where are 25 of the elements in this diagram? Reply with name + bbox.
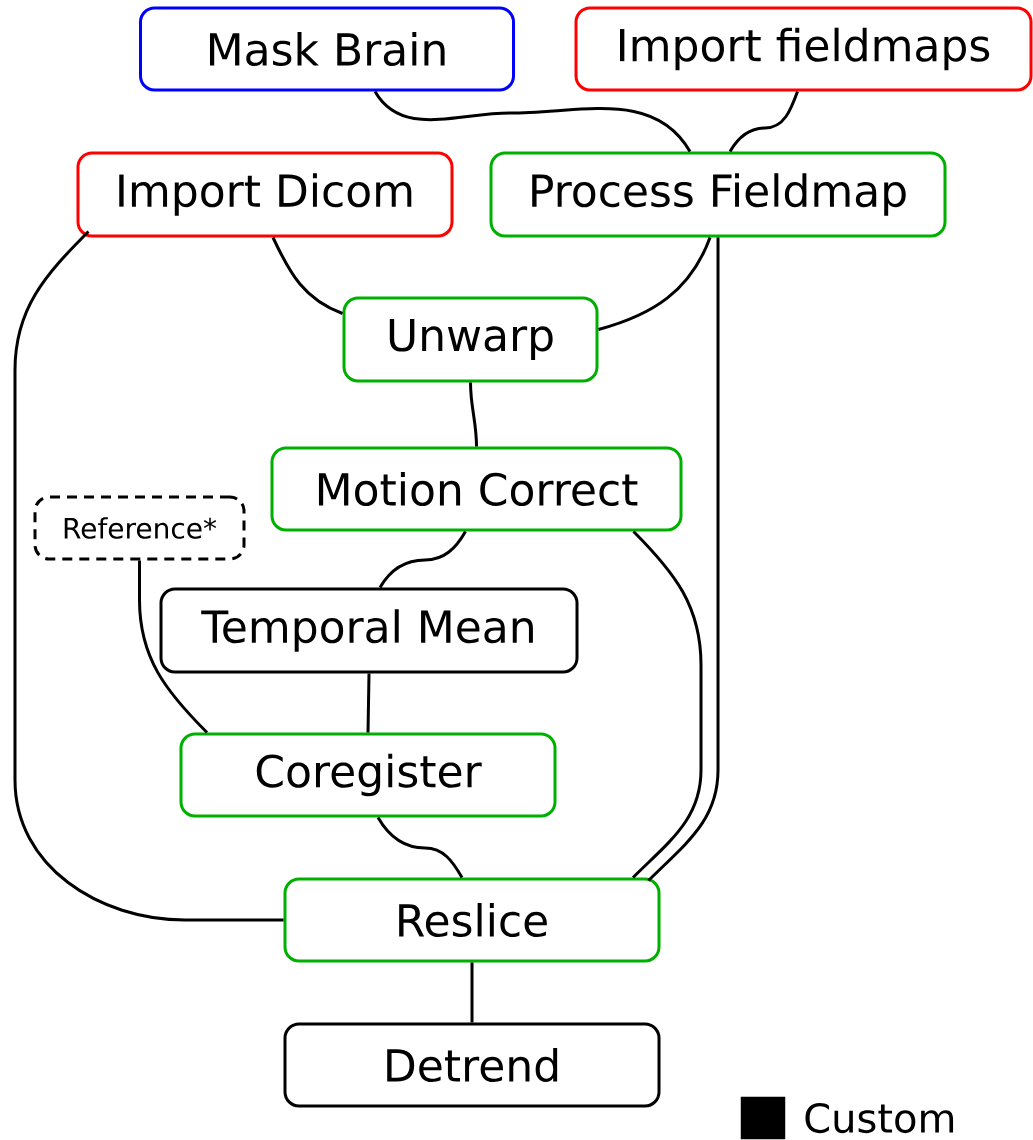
connector bbox=[470, 962, 474, 1023]
process-box: Coregister bbox=[179, 732, 557, 818]
connector bbox=[598, 236, 712, 331]
process-box: Reslice bbox=[283, 877, 661, 963]
process-box: Process Fieldmap bbox=[489, 151, 947, 238]
process-box: Unwarp bbox=[342, 296, 599, 383]
connector bbox=[271, 236, 344, 315]
process-box: Mask Brain bbox=[139, 6, 515, 92]
process-box: Detrend bbox=[283, 1022, 661, 1108]
process-box: Reference* bbox=[33, 495, 246, 561]
process-box: Import Dicom bbox=[76, 151, 454, 238]
connector bbox=[631, 530, 703, 879]
process-box: Temporal Mean bbox=[159, 587, 579, 674]
connector bbox=[378, 530, 467, 589]
process-box: Import fieldmaps bbox=[574, 6, 1033, 92]
connector bbox=[469, 382, 478, 447]
connector bbox=[647, 237, 720, 882]
legend-label: Custom bbox=[805, 1102, 954, 1134]
process-box: Motion Correct bbox=[270, 446, 683, 532]
connector bbox=[138, 560, 209, 734]
connector bbox=[13, 230, 284, 922]
connector bbox=[728, 91, 799, 153]
connector bbox=[373, 90, 692, 153]
connector bbox=[366, 673, 371, 733]
connector bbox=[376, 816, 464, 879]
